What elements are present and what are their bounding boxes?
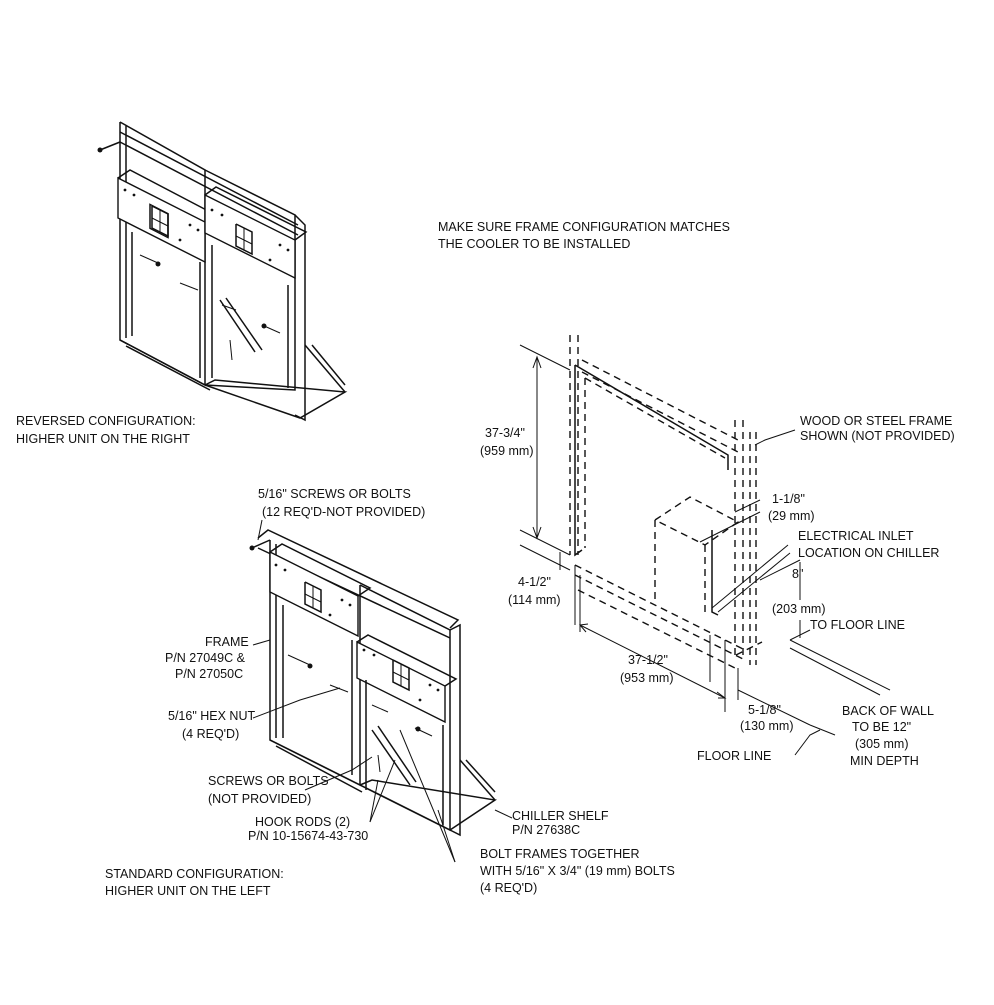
screws-label-1: 5/16" SCREWS OR BOLTS <box>258 487 411 501</box>
frame-depth-dim-in: 1-1/8" <box>772 492 805 506</box>
electrical-inlet-label-2: LOCATION ON CHILLER <box>798 546 939 560</box>
frame-label-2: P/N 27049C & <box>165 651 246 665</box>
reversed-frame-drawing <box>97 121 348 422</box>
wood-frame-label-2: SHOWN (NOT PROVIDED) <box>800 429 955 443</box>
screws-label-2: (12 REQ'D-NOT PROVIDED) <box>262 505 425 519</box>
back-wall-label-3: (305 mm) <box>855 737 908 751</box>
frame-label-3: P/N 27050C <box>175 667 243 681</box>
standard-config-title: STANDARD CONFIGURATION: <box>105 867 284 881</box>
floor-line-label: FLOOR LINE <box>697 749 771 763</box>
standard-frame-drawing <box>249 519 513 863</box>
offset-dim-mm: (130 mm) <box>740 719 793 733</box>
reversed-config-title: REVERSED CONFIGURATION: <box>16 414 196 428</box>
bolt-frames-label-1: BOLT FRAMES TOGETHER <box>480 847 640 861</box>
hexnut-label-2: (4 REQ'D) <box>182 727 239 741</box>
inlet-height-dim-in: 8" <box>792 567 803 581</box>
frame-depth-dim-mm: (29 mm) <box>768 509 815 523</box>
reversed-config-desc: HIGHER UNIT ON THE RIGHT <box>16 432 190 446</box>
chiller-shelf-label-1: CHILLER SHELF <box>512 809 609 823</box>
frame-label-1: FRAME <box>205 635 249 649</box>
rough-in-dimension-drawing <box>519 335 891 756</box>
note-line-1: MAKE SURE FRAME CONFIGURATION MATCHES <box>438 220 730 234</box>
width-dim-mm: (953 mm) <box>620 671 673 685</box>
hook-rods-label-2: P/N 10-15674-43-730 <box>248 829 368 843</box>
back-wall-label-4: MIN DEPTH <box>850 754 919 768</box>
hexnut-label-1: 5/16" HEX NUT <box>168 709 255 723</box>
offset-dim-in: 5-1/8" <box>748 703 781 717</box>
base-dim-in: 4-1/2" <box>518 575 551 589</box>
inlet-height-dim-mm: (203 mm) <box>772 602 825 616</box>
hook-rods-label-1: HOOK RODS (2) <box>255 815 350 829</box>
back-wall-label-2: TO BE 12" <box>852 720 911 734</box>
screws-bolts-label-2: (NOT PROVIDED) <box>208 792 311 806</box>
chiller-shelf-label-2: P/N 27638C <box>512 823 580 837</box>
wood-frame-label-1: WOOD OR STEEL FRAME <box>800 414 952 428</box>
height-dim-in: 37-3/4" <box>485 426 525 440</box>
height-dim-mm: (959 mm) <box>480 444 533 458</box>
standard-config-desc: HIGHER UNIT ON THE LEFT <box>105 884 271 898</box>
bolt-frames-label-3: (4 REQ'D) <box>480 881 537 895</box>
to-floor-line-label: TO FLOOR LINE <box>810 618 905 632</box>
back-wall-label-1: BACK OF WALL <box>842 704 934 718</box>
base-dim-mm: (114 mm) <box>508 593 561 607</box>
bolt-frames-label-2: WITH 5/16" X 3/4" (19 mm) BOLTS <box>480 864 675 878</box>
note-line-2: THE COOLER TO BE INSTALLED <box>438 237 630 251</box>
screws-bolts-label-1: SCREWS OR BOLTS <box>208 774 329 788</box>
width-dim-in: 37-1/2" <box>628 653 668 667</box>
electrical-inlet-label-1: ELECTRICAL INLET <box>798 529 914 543</box>
